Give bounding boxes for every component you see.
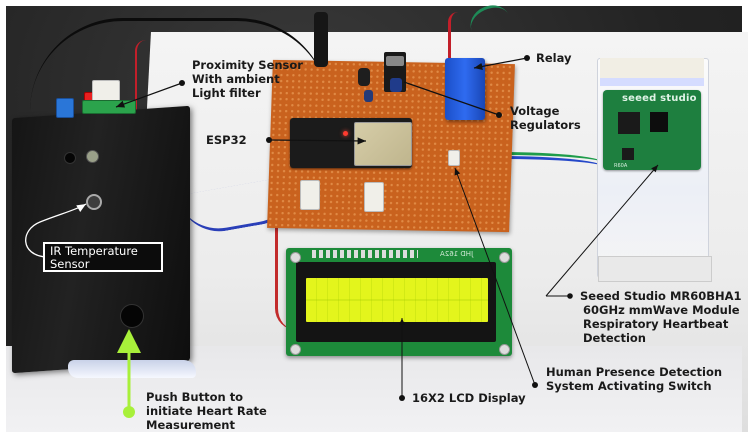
label-line: Push Button to (146, 390, 244, 404)
lcd-mount-hole (290, 252, 301, 263)
proximity-blue-module (56, 98, 74, 118)
label-line: System Activating Switch (546, 379, 712, 393)
label-relay: Relay (536, 51, 572, 65)
presence-switch (448, 150, 460, 166)
leader-esp32 (266, 137, 367, 145)
push-button (120, 304, 144, 328)
leader-relay (473, 55, 530, 70)
lcd-header-pins (312, 250, 418, 258)
label-mmwave-module: Seeed Studio MR60BHA1 60GHz mmWave Modul… (580, 289, 742, 345)
leader-proximity (115, 80, 185, 108)
label-line: Respiratory Heartbeat (583, 317, 729, 331)
label-line: ESP32 (206, 133, 247, 147)
label-line: Light filter (192, 86, 261, 100)
label-esp32: ESP32 (206, 133, 247, 147)
leader-presence-switch (454, 167, 538, 388)
label-line: Regulators (510, 118, 581, 132)
label-line: Human Presence Detection (546, 365, 723, 379)
ir-temperature-sensor (86, 194, 102, 210)
esp32-power-led (343, 131, 348, 136)
capacitor-small (364, 90, 373, 102)
label-line: Voltage (510, 104, 560, 118)
stand-top (600, 58, 704, 80)
esp32-module-shield (354, 122, 412, 166)
stand-base (598, 256, 712, 282)
label-line: Relay (536, 51, 572, 65)
label-presence-switch: Human Presence Detection System Activati… (546, 365, 722, 393)
jst-connector-right (364, 182, 384, 212)
label-line: With ambient (192, 72, 280, 86)
capacitor (358, 68, 370, 86)
black-cable (30, 18, 330, 111)
label-voltage-regulators: Voltage Regulators (510, 104, 581, 132)
label-line: 16X2 LCD Display (412, 391, 526, 405)
jst-connector-left (300, 180, 320, 210)
label-proximity-sensor: Proximity Sensor With ambient Light filt… (192, 58, 303, 100)
label-line: Seeed Studio MR60BHA1 (580, 289, 742, 303)
label-line: 60GHz mmWave Module (583, 303, 740, 317)
leader-push-button (117, 329, 141, 418)
label-line: Sensor (50, 257, 90, 271)
label-ir-temperature-sensor: IR Temperature Sensor (43, 242, 163, 272)
proximity-sensor-lens-light (86, 150, 99, 163)
label-line: initiate Heart Rate (146, 404, 267, 418)
mmwave-radar-chip (650, 112, 668, 132)
lcd-mount-hole (290, 344, 301, 355)
mmwave-small-chip (622, 148, 634, 160)
red-wire-top (448, 12, 471, 67)
leader-voltage-regulators (403, 81, 502, 118)
hot-glue-base (68, 360, 196, 378)
regulator-heatsink-tab (386, 56, 404, 66)
leader-lcd (399, 318, 405, 401)
lcd-mount-hole (499, 344, 510, 355)
proximity-sensor-lens-dark (64, 152, 76, 164)
mmwave-model: R60A (614, 163, 628, 169)
label-line: Proximity Sensor (192, 58, 303, 72)
regulator-capacitor (390, 78, 402, 92)
mmwave-mcu-chip (618, 112, 640, 134)
leader-mmwave (545, 164, 659, 299)
label-line: Measurement (146, 418, 235, 432)
label-push-button: Push Button to initiate Heart Rate Measu… (146, 390, 267, 432)
stand-band (600, 78, 704, 86)
label-line: IR Temperature (50, 244, 138, 258)
dc-jack (314, 12, 328, 67)
red-wires-lcd (275, 200, 318, 330)
lcd-screen (306, 278, 488, 322)
lcd-mount-hole (499, 252, 510, 263)
label-lcd-display: 16X2 LCD Display (412, 391, 526, 405)
mmwave-brand: seeed studio (622, 93, 697, 104)
label-line: Detection (583, 331, 646, 345)
